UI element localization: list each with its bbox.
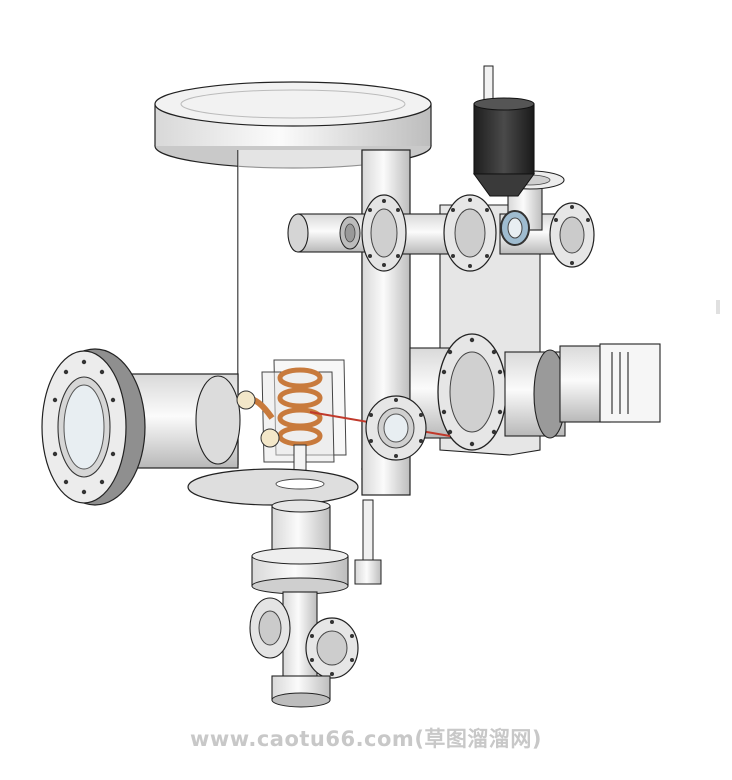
- upper-left-port: [287, 213, 369, 253]
- edge-mark: [716, 300, 720, 314]
- front-small-flange: [365, 395, 427, 461]
- base-disc: [187, 468, 359, 506]
- left-viewport-port: [41, 348, 241, 506]
- lower-cross: [249, 597, 359, 708]
- watermark-text: www.caotu66.com(草图溜溜网): [189, 727, 543, 751]
- side-rod: [354, 499, 382, 585]
- top-flange: [154, 81, 432, 169]
- lower-tube-assembly: [251, 499, 349, 683]
- right-port-assembly: [409, 333, 661, 451]
- upper-cross-assembly: [361, 170, 595, 272]
- sample-heater: [236, 359, 347, 486]
- motor-actuator: [473, 65, 535, 197]
